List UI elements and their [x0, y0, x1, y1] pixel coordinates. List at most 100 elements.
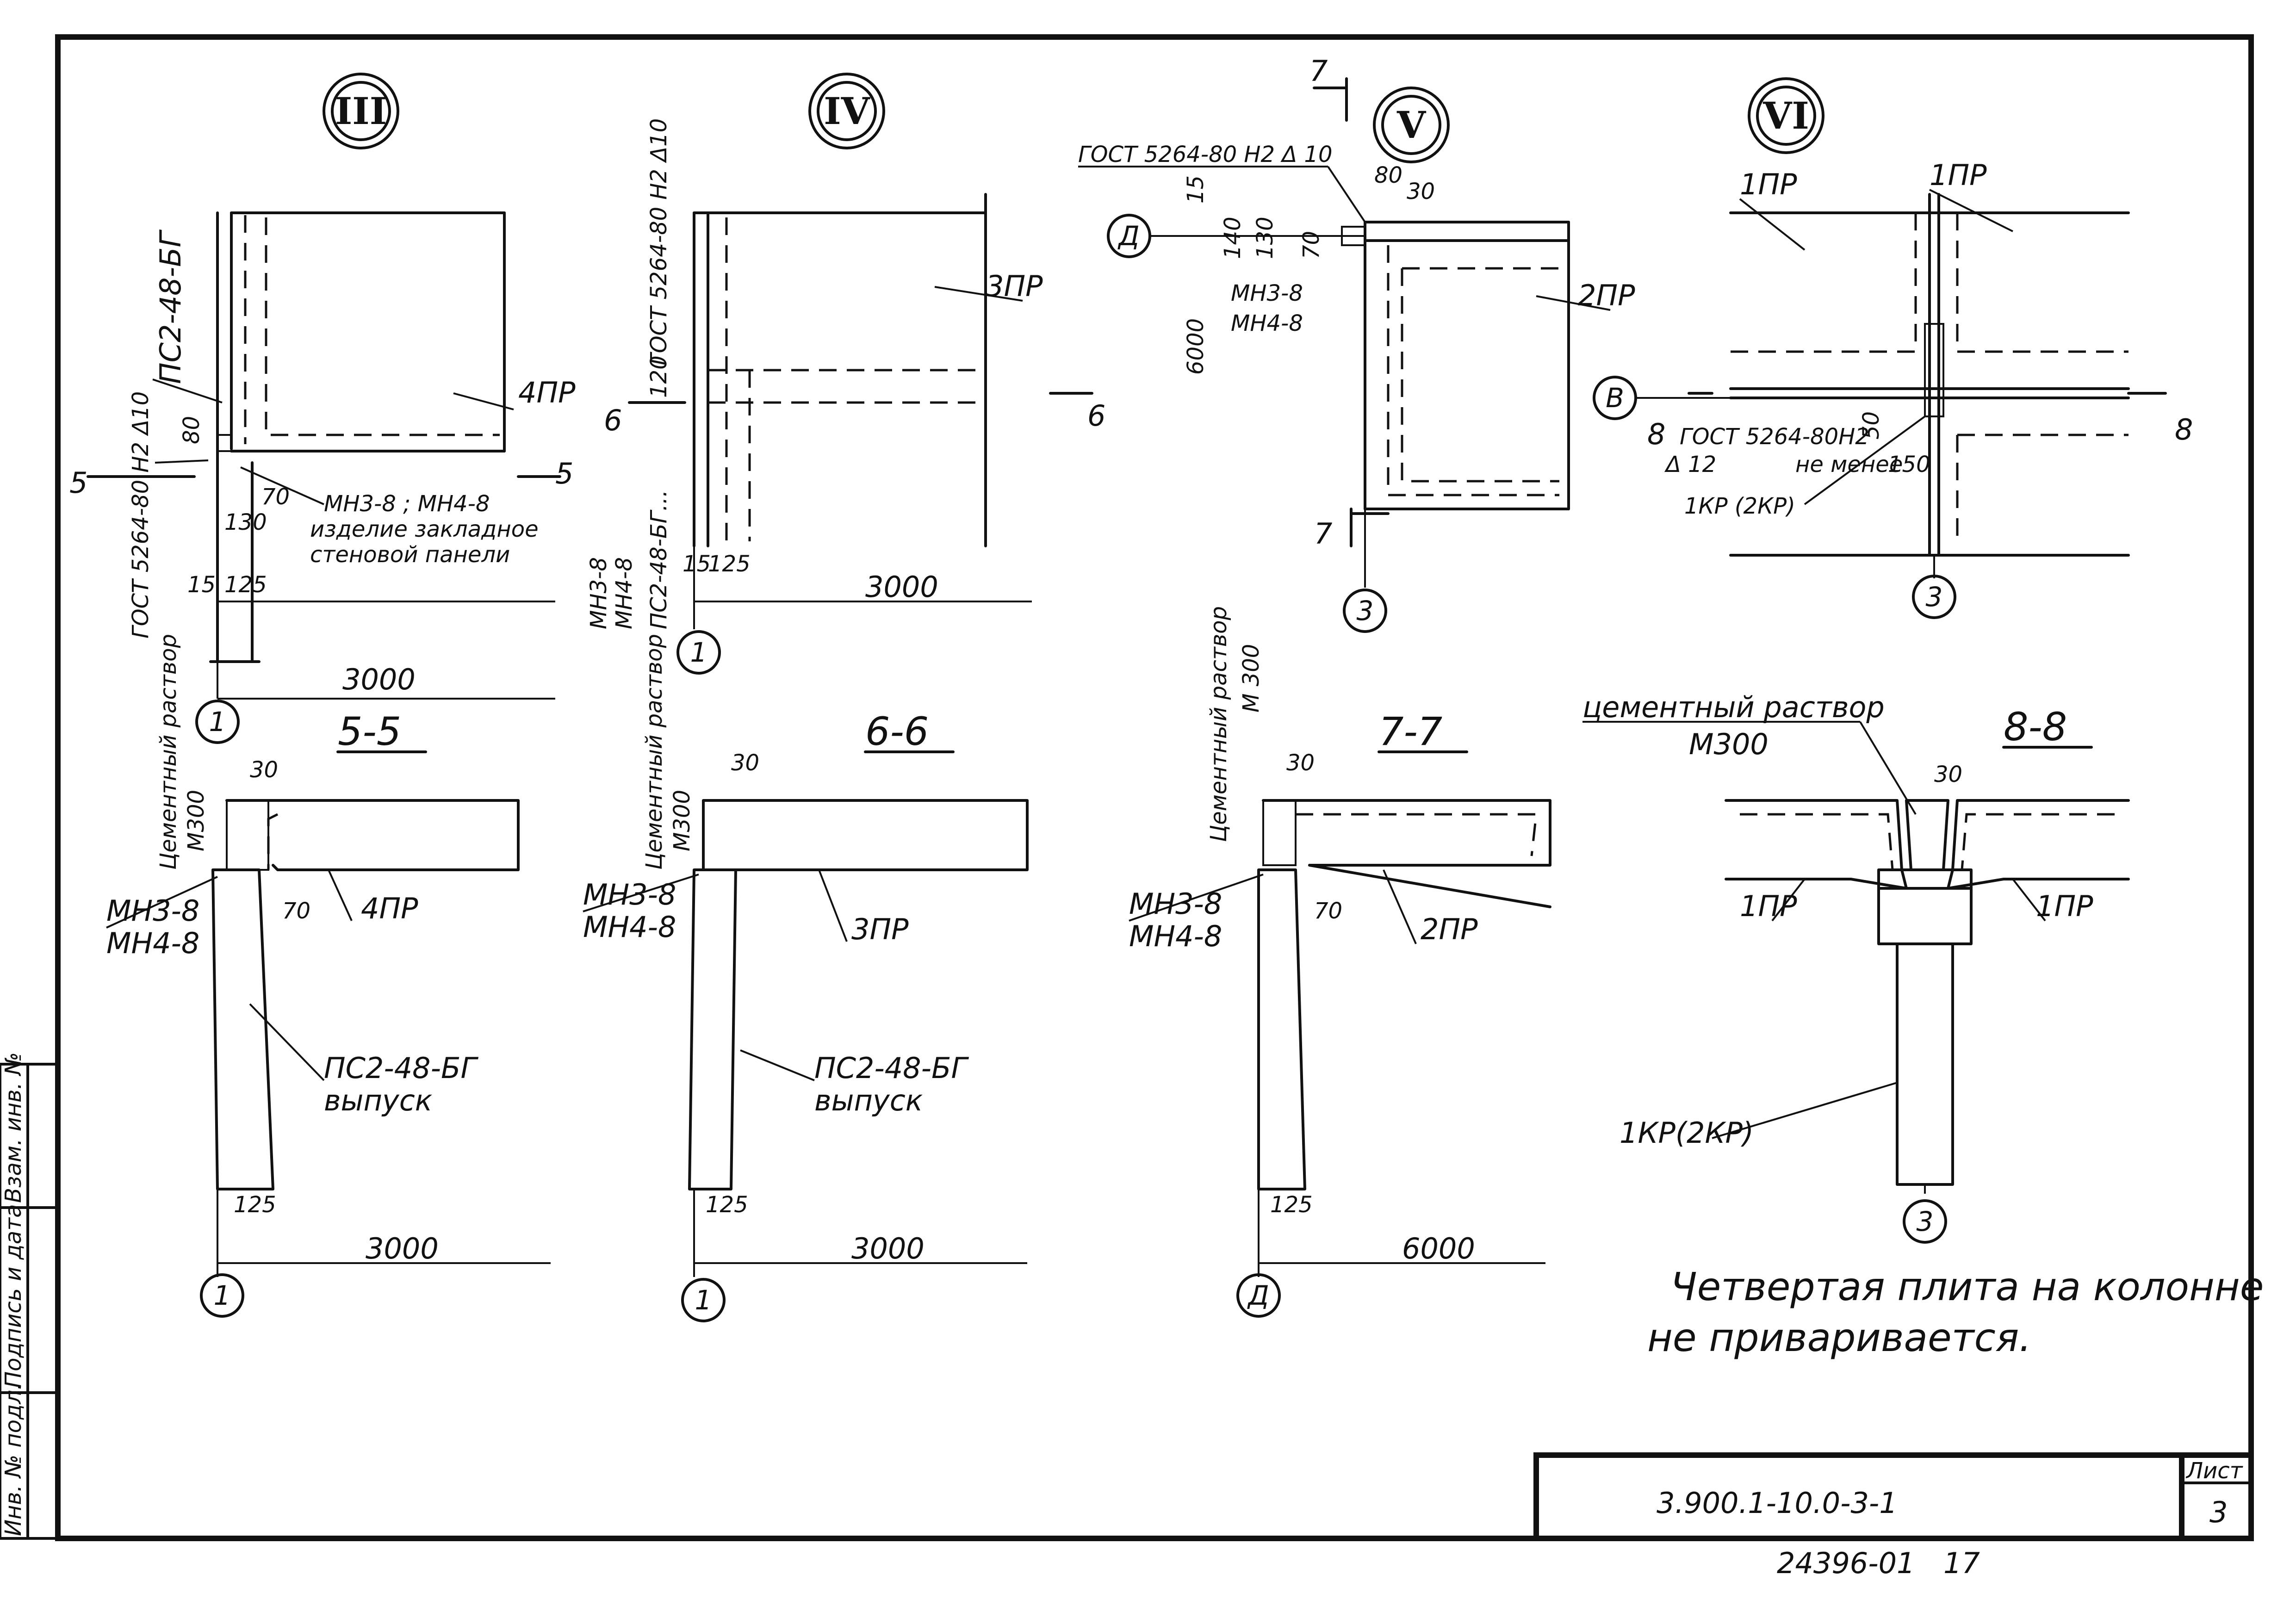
section-7-7: 7-7 2ПР МН3-8 МН4-8 70 30 Цементный раст…	[1129, 606, 1551, 1318]
side-stamp-inv2: Взам. инв. №	[0, 1052, 26, 1203]
dim-70-V: 70	[1298, 231, 1324, 259]
dim-3000-III: 3000	[342, 663, 416, 696]
cut-7-top: 7	[1309, 54, 1328, 88]
label-gost-V: ГОСТ 5264-80 Н2 Δ 10	[1078, 142, 1333, 167]
dim-15-V: 15	[1183, 175, 1209, 204]
detail-VI-mark: VI	[1762, 94, 1809, 137]
dim-150-VI: 150	[1888, 452, 1930, 477]
detail-IV-plan: IV 3ПР 6 6 15 125 120 3000 1 ГОСТ 5264-8…	[586, 73, 1105, 675]
dim-30-V: 30	[1407, 179, 1435, 205]
archive-number: 24396-01	[1777, 1546, 1915, 1580]
label-mn4-55: МН4-8	[106, 926, 199, 960]
dim-15-IV: 15	[683, 551, 711, 577]
label-m300-66: М300	[669, 790, 695, 851]
dim-125-55: 125	[234, 1192, 276, 1218]
label-release-66: выпуск	[814, 1084, 923, 1117]
note-line-1: Четвертая плита на колонне	[1670, 1264, 2264, 1309]
side-stamp: Взам. инв. № Подпись и дата Инв. № подл.	[0, 1052, 59, 1540]
label-3pr-plan: 3ПР	[986, 269, 1043, 303]
label-ps-release-66: ПС2-48-БГ	[814, 1051, 969, 1085]
label-release-55: выпуск	[324, 1084, 433, 1117]
dim-70-55: 70	[282, 898, 310, 924]
axis-1-IV: 1	[690, 637, 707, 668]
dim-120-IV: 120	[646, 355, 672, 398]
dim-70-77: 70	[1314, 898, 1342, 924]
page-number: 17	[1943, 1546, 1980, 1580]
dim-125-66: 125	[706, 1192, 748, 1218]
label-1pr-plan-left: 1ПР	[1740, 167, 1797, 201]
dim-6000-77: 6000	[1402, 1232, 1475, 1265]
section-5-5: 5-5 4ПР МН3-8 МН4-8 70 30 Цементный раст…	[106, 634, 551, 1318]
cut-6-left: 6	[604, 403, 622, 437]
dim-130-III: 130	[224, 509, 267, 535]
dim-6000-V: 6000	[1183, 318, 1209, 375]
dim-3000-55: 3000	[366, 1232, 439, 1265]
label-m300-88: М300	[1689, 727, 1769, 761]
title-block: 3.900.1-10.0-3-1 Лист 3 24396-01 17	[1533, 1452, 2254, 1580]
label-ps-III: ПС2-48-БГ	[154, 229, 187, 384]
label-cement-55: Цементный раствор	[155, 634, 181, 870]
side-stamp-inv: Инв. № подл.	[0, 1383, 26, 1536]
label-mn4-IV: МН4-8	[611, 557, 637, 629]
cut-8-left: 8	[1647, 417, 1665, 451]
label-ps-IV: ПС2-48-БГ...	[646, 490, 672, 629]
dim-30-88: 30	[1934, 762, 1962, 787]
section-6-6-title: 6-6	[865, 709, 929, 754]
label-gost-VI-2: Δ 12	[1664, 452, 1716, 477]
section-7-7-title: 7-7	[1379, 709, 1442, 754]
dim-125-77: 125	[1270, 1192, 1313, 1218]
label-mn4-77: МН4-8	[1129, 919, 1222, 953]
label-gost-VI: ГОСТ 5264-80Н2	[1680, 424, 1869, 450]
detail-VI-plan: VI 1ПР 1ПР В 8 8 ГОСТ 5264-80Н2 Δ 12 не …	[1593, 77, 2193, 619]
label-3pr-sec: 3ПР	[851, 912, 909, 946]
dim-30-77: 30	[1286, 750, 1315, 776]
label-mn3-V: МН3-8	[1231, 280, 1303, 306]
label-mn3-55: МН3-8	[106, 894, 199, 928]
sheet-label: Лист	[2185, 1458, 2244, 1484]
label-embedded-1: изделие закладное	[310, 516, 539, 542]
label-ps-release-55: ПС2-48-БГ	[324, 1051, 479, 1085]
dim-3000-66: 3000	[851, 1232, 925, 1265]
dim-140-V: 140	[1220, 217, 1246, 259]
label-m300-77: М 300	[1238, 644, 1264, 713]
cut-5-right: 5	[555, 457, 573, 490]
label-m300-55: М300	[183, 790, 209, 851]
label-gost-III: ГОСТ 5264-80 Н2 Δ10	[128, 391, 154, 638]
dim-70-III: 70	[261, 484, 290, 510]
label-mn4-66: МН4-8	[583, 910, 676, 944]
axis-1-66: 1	[695, 1284, 712, 1316]
cut-6-right: 6	[1087, 399, 1105, 433]
detail-V-mark: V	[1396, 103, 1427, 147]
label-mn3-IV: МН3-8	[586, 557, 612, 629]
axis-3-88: 3	[1917, 1206, 1934, 1237]
dim-15-III: 15	[187, 572, 216, 598]
dim-80-V: 80	[1374, 162, 1402, 188]
side-stamp-sign: Подпись и дата	[0, 1204, 26, 1388]
dim-30-55: 30	[250, 757, 278, 783]
label-mn-pair: МН3-8 ; МН4-8	[324, 491, 490, 517]
label-cement-77: Цементный раствор	[1206, 606, 1232, 842]
dim-80-III: 80	[179, 416, 205, 444]
cut-7-bottom: 7	[1314, 517, 1332, 551]
section-6-6: 6-6 3ПР МН3-8 МН4-8 30 Цементный раствор…	[583, 634, 1029, 1322]
cut-8-right: 8	[2175, 413, 2193, 446]
label-4pr-plan: 4ПР	[518, 376, 576, 409]
detail-III-mark: III	[335, 89, 387, 133]
label-2pr-sec: 2ПР	[1421, 912, 1478, 946]
detail-III-plan: III 4ПР 5 5 80 70 130 15 125 3000 1 ПС2-…	[69, 73, 576, 744]
label-1pr-88-right: 1ПР	[2036, 889, 2093, 923]
cut-5-left: 5	[69, 466, 87, 500]
label-kr-88: 1КР(2КР)	[1620, 1116, 1754, 1150]
dim-125-IV: 125	[708, 551, 751, 577]
sheet-number: 3	[2209, 1495, 2228, 1529]
label-1pr-plan-right: 1ПР	[1930, 158, 1987, 192]
label-2pr-plan: 2ПР	[1578, 279, 1635, 312]
axis-d-77: Д	[1247, 1280, 1269, 1311]
label-gost-IV: ГОСТ 5264-80 Н2 Δ10	[646, 118, 672, 366]
dim-50-VI: 50	[1858, 411, 1884, 440]
label-1pr-88-left: 1ПР	[1740, 889, 1797, 923]
axis-3-V: 3	[1357, 595, 1374, 626]
detail-IV-mark: IV	[824, 89, 870, 133]
axis-1-III: 1	[209, 706, 226, 738]
